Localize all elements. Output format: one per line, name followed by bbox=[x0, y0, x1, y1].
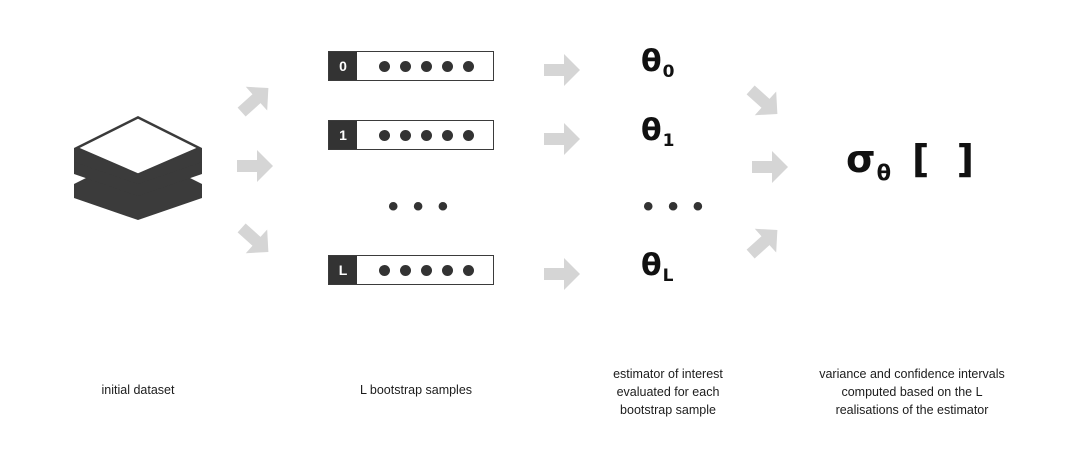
sample-dot bbox=[421, 60, 432, 72]
theta-subscript: L bbox=[662, 266, 674, 286]
sample-dot bbox=[463, 129, 474, 141]
caption-line: bootstrap sample bbox=[620, 403, 716, 418]
caption-bootstrap-samples: L bootstrap samples bbox=[326, 381, 506, 399]
bootstrap-sample-row: L bbox=[328, 255, 494, 285]
sample-dot bbox=[442, 129, 453, 141]
sample-dot bbox=[442, 264, 453, 276]
sample-dot bbox=[379, 264, 390, 276]
theta-0-label: θ0 bbox=[641, 44, 674, 81]
arrow-dataset-to-sample-1-icon bbox=[233, 144, 277, 188]
sample-dot bbox=[421, 264, 432, 276]
sample-dot bbox=[400, 60, 411, 72]
arrow-dataset-to-sample-0-icon bbox=[224, 69, 286, 131]
layered-stack-icon bbox=[68, 112, 208, 220]
caption-line: computed based on the L bbox=[841, 385, 983, 400]
arrow-theta-L-to-result-icon bbox=[733, 211, 795, 273]
sample-index-label: L bbox=[329, 256, 357, 284]
caption-line: realisations of the estimator bbox=[835, 403, 989, 418]
caption-estimator: estimator of interest evaluated for each… bbox=[578, 365, 758, 419]
caption-line: evaluated for each bbox=[616, 385, 720, 400]
sample-dot bbox=[463, 60, 474, 72]
sigma-symbol: σ bbox=[846, 137, 876, 181]
estimators-ellipsis: • • • bbox=[643, 190, 707, 223]
sample-dot bbox=[379, 60, 390, 72]
theta-symbol: θ bbox=[641, 113, 662, 148]
theta-symbol: θ bbox=[641, 44, 662, 79]
sample-index-label: 0 bbox=[329, 52, 357, 80]
sample-dot bbox=[442, 60, 453, 72]
sigma-theta-result: σθ [ ] bbox=[846, 137, 982, 184]
bootstrap-sample-row: 1 bbox=[328, 120, 494, 150]
sample-dot bbox=[379, 129, 390, 141]
theta-L-label: θL bbox=[641, 248, 673, 285]
arrow-theta-1-to-result-icon bbox=[748, 145, 792, 189]
samples-ellipsis: • • • bbox=[388, 190, 452, 223]
sigma-subscript: θ bbox=[876, 161, 892, 185]
arrow-theta-0-to-result-icon bbox=[733, 71, 795, 133]
caption-initial-dataset: initial dataset bbox=[58, 381, 218, 399]
theta-symbol: θ bbox=[641, 248, 662, 283]
caption-line: variance and confidence intervals bbox=[819, 367, 1005, 381]
sample-dots bbox=[357, 256, 493, 284]
sample-dots bbox=[357, 121, 493, 149]
theta-subscript: 0 bbox=[662, 62, 675, 82]
sample-dot bbox=[463, 264, 474, 276]
sample-dots bbox=[357, 52, 493, 80]
caption-line: initial dataset bbox=[101, 383, 175, 397]
arrow-sample-0-to-theta-0-icon bbox=[540, 48, 584, 92]
arrow-dataset-to-sample-L-icon bbox=[224, 209, 286, 271]
theta-1-label: θ1 bbox=[641, 113, 674, 150]
caption-line: estimator of interest bbox=[613, 367, 723, 381]
caption-line: L bootstrap samples bbox=[359, 383, 473, 397]
confidence-interval-brackets: [ ] bbox=[912, 137, 982, 181]
sample-dot bbox=[400, 129, 411, 141]
arrow-sample-L-to-theta-L-icon bbox=[540, 252, 584, 296]
arrow-sample-1-to-theta-1-icon bbox=[540, 117, 584, 161]
sample-dot bbox=[421, 129, 432, 141]
sample-dot bbox=[400, 264, 411, 276]
sample-index-label: 1 bbox=[329, 121, 357, 149]
caption-variance: variance and confidence intervals comput… bbox=[792, 365, 1032, 419]
bootstrap-sample-row: 0 bbox=[328, 51, 494, 81]
theta-subscript: 1 bbox=[662, 131, 675, 151]
